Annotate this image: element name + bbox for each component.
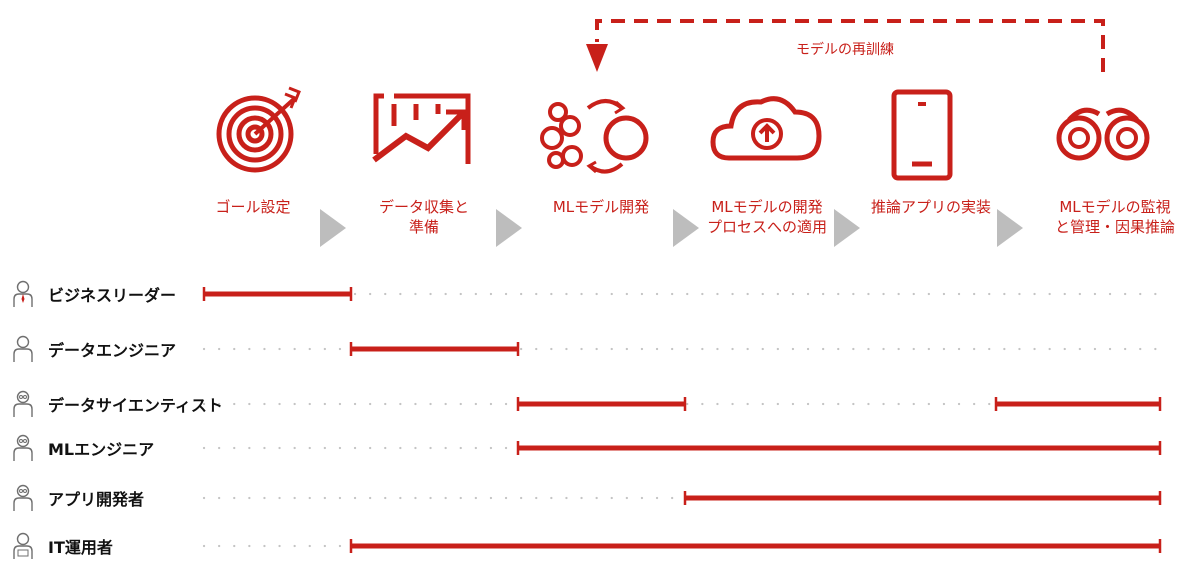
- role-label: MLエンジニア: [12, 434, 154, 462]
- it-operator-icon: [13, 532, 33, 559]
- stage-label: MLモデルの監視と管理・因果推論: [1035, 197, 1195, 237]
- role-name: ビジネスリーダー: [48, 286, 177, 305]
- chart-icon: [372, 93, 471, 164]
- role-row: [202, 287, 1164, 301]
- role-name: アプリ開発者: [48, 490, 145, 509]
- stage-label-line: 推論アプリの実装: [870, 198, 991, 216]
- retrain-loop-line: [595, 19, 1105, 72]
- role-row: [202, 539, 1164, 553]
- stage-label: MLモデルの開発プロセスへの適用: [687, 197, 847, 237]
- responsibility-bar: [202, 287, 353, 301]
- stage-label-line: プロセスへの適用: [706, 218, 827, 236]
- stage-label: ゴール設定: [173, 197, 333, 217]
- stage-label-line: ゴール設定: [215, 198, 291, 216]
- stage-label: MLモデル開発: [521, 197, 681, 217]
- responsibility-bar: [516, 397, 687, 411]
- role-label: アプリ開発者: [12, 484, 144, 512]
- responsibility-bar: [349, 539, 1162, 553]
- data-engineer-icon: [13, 335, 33, 362]
- binoculars-icon: [1056, 107, 1150, 161]
- smartphone-icon: [891, 89, 953, 181]
- app-developer-icon: [13, 484, 33, 511]
- role-label: IT運用者: [12, 532, 113, 560]
- flow-chevron-icon: [834, 209, 860, 247]
- role-label: データエンジニア: [12, 335, 176, 363]
- business-leader-icon: [13, 280, 33, 307]
- responsibility-bar: [349, 342, 520, 356]
- stage-label-line: と管理・因果推論: [1054, 218, 1175, 236]
- target-icon: [216, 86, 301, 173]
- stage-label-line: MLモデル開発: [552, 198, 650, 216]
- stage-label-line: 準備: [408, 218, 439, 236]
- role-name: データサイエンティスト: [48, 396, 223, 415]
- ml-engineer-icon: [13, 434, 33, 461]
- role-label: ビジネスリーダー: [12, 280, 176, 308]
- flow-chevron-icon: [673, 209, 699, 247]
- role-row: [202, 342, 1164, 356]
- retrain-loop-label: モデルの再訓練: [796, 42, 894, 58]
- responsibility-bar: [994, 397, 1162, 411]
- role-row: [202, 441, 1164, 455]
- role-name: IT運用者: [48, 538, 113, 557]
- flow-chevron-icon: [997, 209, 1023, 247]
- role-name: データエンジニア: [48, 341, 177, 360]
- responsibility-bar: [516, 441, 1162, 455]
- model-dev-icon: [540, 99, 649, 174]
- stage-label-line: MLモデルの開発: [711, 198, 823, 216]
- stage-label: 推論アプリの実装: [851, 197, 1011, 217]
- role-name: MLエンジニア: [48, 440, 155, 459]
- retrain-loop-arrow: [586, 19, 1105, 72]
- stage-label: データ収集と準備: [344, 197, 504, 237]
- retrain-arrow-head-icon: [586, 44, 608, 72]
- role-row: [202, 397, 1164, 411]
- role-label: データサイエンティスト: [12, 390, 223, 418]
- role-row: [202, 491, 1164, 505]
- flow-chevron-icon: [496, 209, 522, 247]
- cloud-upload-icon: [710, 96, 822, 161]
- stage-label-line: MLモデルの監視: [1059, 198, 1171, 216]
- stage-label-line: データ収集と: [378, 198, 469, 216]
- responsibility-bar: [683, 491, 1162, 505]
- flow-chevron-icon: [320, 209, 346, 247]
- data-scientist-icon: [13, 390, 33, 417]
